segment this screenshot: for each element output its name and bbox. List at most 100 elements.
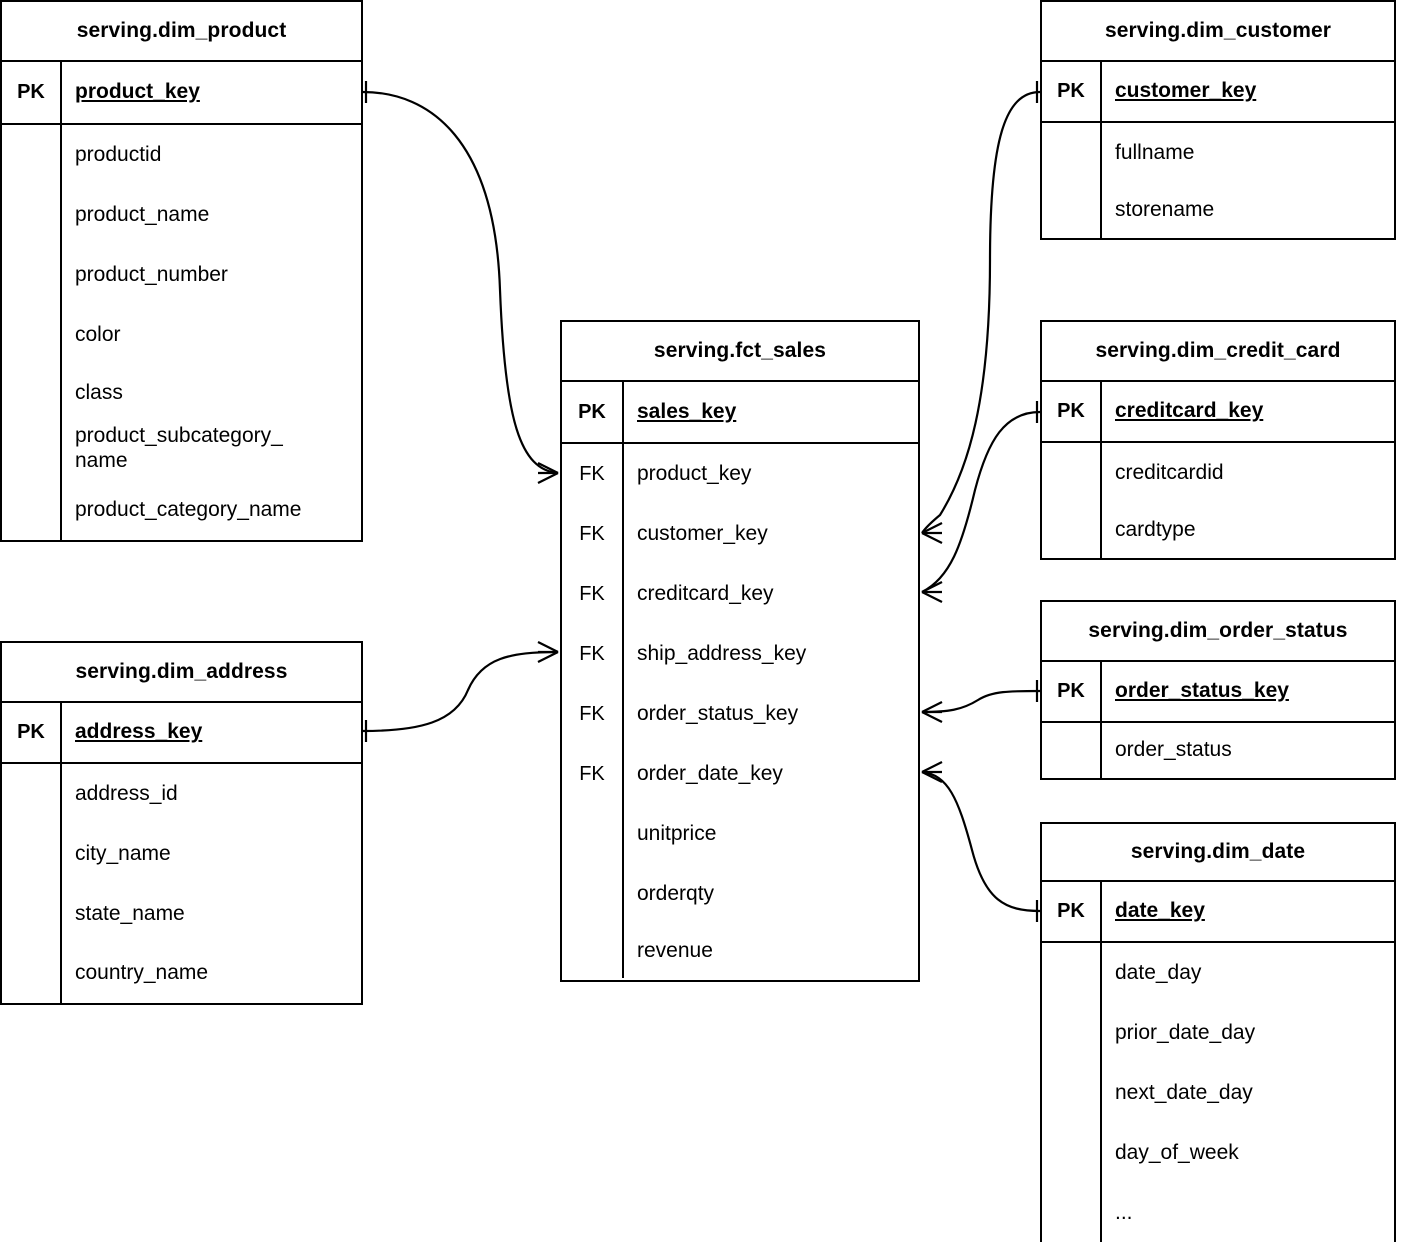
measure-badge-spacer xyxy=(562,864,624,924)
entity-title-dim-credit-card: serving.dim_credit_card xyxy=(1042,322,1394,382)
attribute-list-dim-date: date_day prior_date_day next_date_day da… xyxy=(1102,943,1394,1242)
attribute-block-dim-address: address_id city_name state_name country_… xyxy=(2,764,361,1003)
attribute-list-dim-credit-card: creditcardid cardtype xyxy=(1102,443,1394,558)
fk-row: FK order_status_key xyxy=(562,684,918,744)
attribute-item: order_status xyxy=(1115,738,1232,762)
key-column-spacer-dim-customer xyxy=(1042,123,1102,238)
attribute-item: fullname xyxy=(1115,140,1195,164)
fk-badge: FK xyxy=(562,504,624,564)
entity-fct-sales[interactable]: serving.fct_sales PK sales_key FK produc… xyxy=(560,320,920,982)
attribute-list-dim-order-status: order_status xyxy=(1102,723,1394,778)
measure-column: unitprice xyxy=(637,821,717,845)
crowsfoot-date xyxy=(921,761,943,783)
entity-dim-address[interactable]: serving.dim_address PK address_key addre… xyxy=(0,641,363,1005)
pk-column-dim-product: product_key xyxy=(75,80,200,104)
pk-badge-dim-order-status: PK xyxy=(1042,662,1102,721)
pk-row-dim-address: PK address_key xyxy=(2,703,361,764)
fk-row: FK order_date_key xyxy=(562,744,918,804)
pk-badge-dim-credit-card: PK xyxy=(1042,382,1102,441)
attribute-item: state_name xyxy=(75,901,185,925)
fk-badge: FK xyxy=(562,684,624,744)
fk-badge: FK xyxy=(562,744,624,804)
key-column-spacer-dim-date xyxy=(1042,943,1102,1242)
attribute-block-dim-customer: fullname storename xyxy=(1042,123,1394,238)
entity-dim-product[interactable]: serving.dim_product PK product_key produ… xyxy=(0,0,363,542)
attribute-block-dim-order-status: order_status xyxy=(1042,723,1394,778)
fk-badge: FK xyxy=(562,564,624,624)
fk-column: customer_key xyxy=(637,521,768,545)
attribute-item: color xyxy=(75,322,121,346)
entity-dim-order-status[interactable]: serving.dim_order_status PK order_status… xyxy=(1040,600,1396,780)
attribute-item: productid xyxy=(75,142,162,166)
entity-title-dim-date: serving.dim_date xyxy=(1042,824,1394,882)
entity-title-dim-address: serving.dim_address xyxy=(2,643,361,703)
relationship-address xyxy=(362,641,559,742)
crowsfoot-address xyxy=(537,641,559,663)
entity-title-dim-order-status: serving.dim_order_status xyxy=(1042,602,1394,662)
attribute-item: prior_date_day xyxy=(1115,1020,1256,1044)
key-column-spacer-dim-credit-card xyxy=(1042,443,1102,558)
attribute-item: creditcardid xyxy=(1115,460,1224,484)
pk-badge-dim-date: PK xyxy=(1042,882,1102,941)
key-column-spacer-dim-address xyxy=(2,764,62,1003)
attribute-item: day_of_week xyxy=(1115,1140,1239,1164)
attribute-item: next_date_day xyxy=(1115,1080,1253,1104)
pk-row-fct-sales: PK sales_key xyxy=(562,382,918,444)
fk-row: FK customer_key xyxy=(562,504,918,564)
fk-row: FK creditcard_key xyxy=(562,564,918,624)
measure-badge-spacer xyxy=(562,804,624,864)
measure-column: orderqty xyxy=(637,881,715,905)
crowsfoot-creditcard xyxy=(921,581,943,603)
attribute-item: product_subcategory_ name xyxy=(75,424,283,472)
attribute-item: country_name xyxy=(75,961,209,985)
measure-row: unitprice xyxy=(562,804,918,864)
attribute-item: cardtype xyxy=(1115,518,1196,542)
relationship-product xyxy=(362,81,559,484)
fk-column: order_date_key xyxy=(637,761,783,785)
fk-column: product_key xyxy=(637,461,752,485)
attribute-list-dim-product: productid product_name product_number co… xyxy=(62,125,361,540)
key-column-spacer-dim-product xyxy=(2,125,62,540)
measure-row: revenue xyxy=(562,924,918,978)
pk-column-dim-date: date_key xyxy=(1115,899,1205,923)
attribute-item: storename xyxy=(1115,198,1215,222)
attribute-item: product_category_name xyxy=(75,497,302,521)
attribute-item: date_day xyxy=(1115,960,1202,984)
pk-column-dim-customer: customer_key xyxy=(1115,79,1257,103)
attribute-item: product_number xyxy=(75,262,228,286)
attribute-block-dim-date: date_day prior_date_day next_date_day da… xyxy=(1042,943,1394,1242)
entity-dim-credit-card[interactable]: serving.dim_credit_card PK creditcard_ke… xyxy=(1040,320,1396,560)
relationship-order-status xyxy=(921,680,1041,723)
attribute-item: class xyxy=(75,381,123,405)
attribute-list-dim-customer: fullname storename xyxy=(1102,123,1394,238)
pk-badge-dim-product: PK xyxy=(2,62,62,123)
fk-badge: FK xyxy=(562,444,624,504)
relationship-creditcard xyxy=(921,401,1041,603)
entity-title-fct-sales: serving.fct_sales xyxy=(562,322,918,382)
attribute-item: city_name xyxy=(75,841,171,865)
pk-column-dim-address: address_key xyxy=(75,720,203,744)
pk-column-dim-order-status: order_status_key xyxy=(1115,679,1289,703)
pk-row-dim-credit-card: PK creditcard_key xyxy=(1042,382,1394,443)
measure-badge-spacer xyxy=(562,924,624,978)
attribute-item: ... xyxy=(1115,1201,1133,1225)
entity-dim-customer[interactable]: serving.dim_customer PK customer_key ful… xyxy=(1040,0,1396,240)
crowsfoot-customer xyxy=(921,522,943,544)
attribute-block-dim-product: productid product_name product_number co… xyxy=(2,125,361,540)
pk-badge-dim-customer: PK xyxy=(1042,62,1102,121)
fk-badge: FK xyxy=(562,624,624,684)
attribute-block-dim-credit-card: creditcardid cardtype xyxy=(1042,443,1394,558)
attribute-list-dim-address: address_id city_name state_name country_… xyxy=(62,764,361,1003)
fk-column: ship_address_key xyxy=(637,641,807,665)
measure-column: revenue xyxy=(637,938,713,962)
attribute-item: address_id xyxy=(75,781,178,805)
pk-column-dim-credit-card: creditcard_key xyxy=(1115,399,1264,423)
pk-column-fct-sales: sales_key xyxy=(637,399,737,423)
entity-title-dim-product: serving.dim_product xyxy=(2,2,361,62)
pk-badge-fct-sales: PK xyxy=(562,382,624,442)
relationship-date xyxy=(921,761,1041,922)
entity-dim-date[interactable]: serving.dim_date PK date_key date_day pr… xyxy=(1040,822,1396,1242)
key-column-spacer-dim-order-status xyxy=(1042,723,1102,778)
pk-row-dim-order-status: PK order_status_key xyxy=(1042,662,1394,723)
